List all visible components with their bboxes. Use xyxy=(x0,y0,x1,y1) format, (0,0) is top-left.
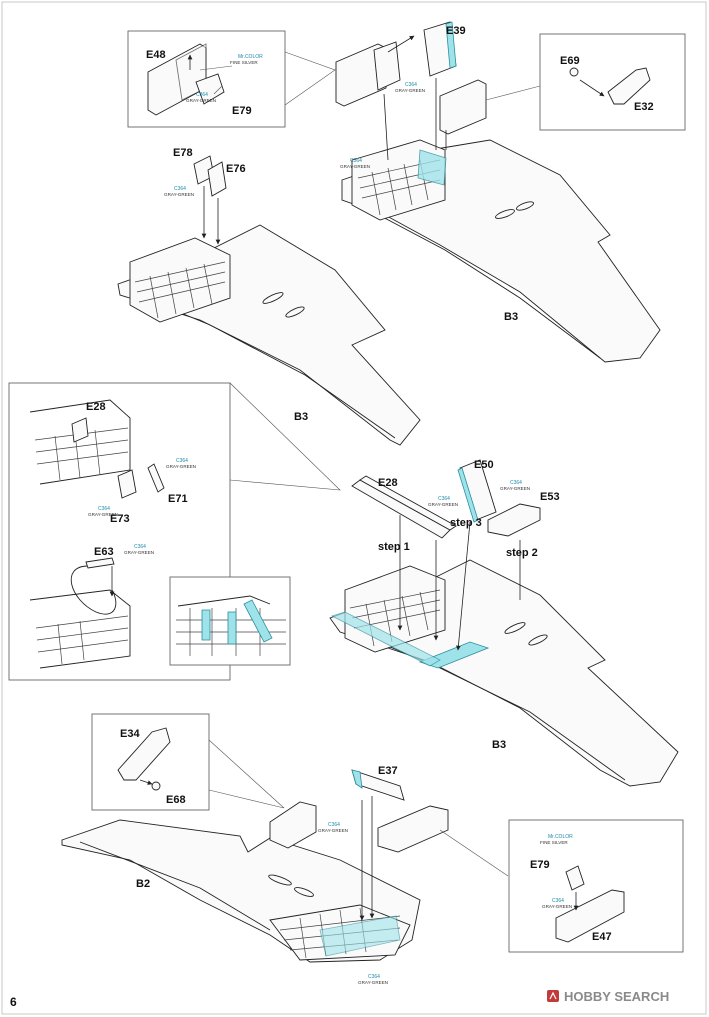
part-label-e71: E71 xyxy=(168,493,188,505)
paint-code: C364 xyxy=(350,158,362,164)
paint-name: FINE SILVER xyxy=(540,840,568,845)
paint-name: GRAY-GREEN xyxy=(124,550,154,555)
inset-detail-highlight xyxy=(169,576,291,666)
paint-name: GRAY-GREEN xyxy=(340,164,370,169)
paint-code: C364 xyxy=(405,82,417,88)
inset-e48-e79: E48 E79 Mr.COLOR FINE SILVER C364 GRAY-G… xyxy=(127,30,336,128)
paint-code: C364 xyxy=(174,186,186,192)
inset-e69-e32: E69 E32 xyxy=(539,33,686,131)
part-label-e28: E28 xyxy=(378,477,398,489)
paint-code: C364 xyxy=(368,974,380,980)
step-upper-left: E78 E76 B3 C364 GRAY-GREEN xyxy=(117,147,421,446)
part-label-e78: E78 xyxy=(173,147,193,159)
paint-name: GRAY-GREEN xyxy=(500,486,530,491)
part-label-e48: E48 xyxy=(146,49,166,61)
paint-name: GRAY-GREEN xyxy=(88,512,118,517)
part-label-e68: E68 xyxy=(166,794,186,806)
paint-name: GRAY-GREEN xyxy=(542,904,572,909)
part-label-e32: E32 xyxy=(634,101,654,113)
paint-code: C364 xyxy=(98,506,110,512)
paint-code: C364 xyxy=(134,544,146,550)
paint-name: GRAY-GREEN xyxy=(318,828,348,833)
part-label-e34: E34 xyxy=(120,728,140,740)
paint-name: GRAY-GREEN xyxy=(166,464,196,469)
watermark: HOBBY SEARCH xyxy=(547,989,669,1004)
part-label-e63: E63 xyxy=(94,546,114,558)
paint-name: GRAY-GREEN xyxy=(186,98,216,103)
part-label-e28: E28 xyxy=(86,401,106,413)
part-label-b3: B3 xyxy=(492,739,506,751)
paint-name: GRAY-GREEN xyxy=(358,980,388,985)
step-top-right: E39 B3 C364 GRAY-GREEN C364 GRAY-GREEN xyxy=(335,21,661,363)
part-label-b3: B3 xyxy=(294,411,308,423)
step-label-1: step 1 xyxy=(378,541,410,553)
part-label-e76: E76 xyxy=(226,163,246,175)
part-label-b2: B2 xyxy=(136,878,150,890)
page-number: 6 xyxy=(10,995,17,1009)
step-middle-right: E28 E50 E53 B3 step 1 step 2 step 3 C364… xyxy=(329,459,679,787)
paint-code: C364 xyxy=(510,480,522,486)
step-bottom: E37 B2 C364 GRAY-GREEN C364 GRAY-GREEN xyxy=(61,765,509,985)
paint-code: C364 xyxy=(328,822,340,828)
part-label-e53: E53 xyxy=(540,491,560,503)
paint-code: Mr.COLOR xyxy=(238,54,263,60)
paint-name: GRAY-GREEN xyxy=(395,88,425,93)
part-label-e79: E79 xyxy=(232,105,252,117)
inset-e79-e47: Mr.COLOR FINE SILVER E79 C364 GRAY-GREEN… xyxy=(508,819,684,953)
paint-code: Mr.COLOR xyxy=(548,834,573,840)
part-label-e50: E50 xyxy=(474,459,494,471)
part-label-e37: E37 xyxy=(378,765,398,777)
paint-name: GRAY-GREEN xyxy=(164,192,194,197)
hobby-search-logo-icon xyxy=(547,990,559,1002)
part-label-e47: E47 xyxy=(592,931,612,943)
part-label-b3: B3 xyxy=(504,311,518,323)
paint-name: FINE SILVER xyxy=(230,60,258,65)
part-label-e39: E39 xyxy=(446,25,466,37)
inset-e34-e68: E34 E68 xyxy=(91,713,285,811)
paint-code: C364 xyxy=(438,496,450,502)
watermark-text: HOBBY SEARCH xyxy=(564,989,669,1004)
paint-name: GRAY-GREEN xyxy=(428,502,458,507)
paint-code: C364 xyxy=(176,458,188,464)
step-label-2: step 2 xyxy=(506,547,538,559)
step-label-3: step 3 xyxy=(450,517,482,529)
part-label-e73: E73 xyxy=(110,513,130,525)
part-label-e79: E79 xyxy=(530,859,550,871)
paint-code: C364 xyxy=(552,898,564,904)
part-label-e69: E69 xyxy=(560,55,580,67)
paint-code: C364 xyxy=(196,92,208,98)
